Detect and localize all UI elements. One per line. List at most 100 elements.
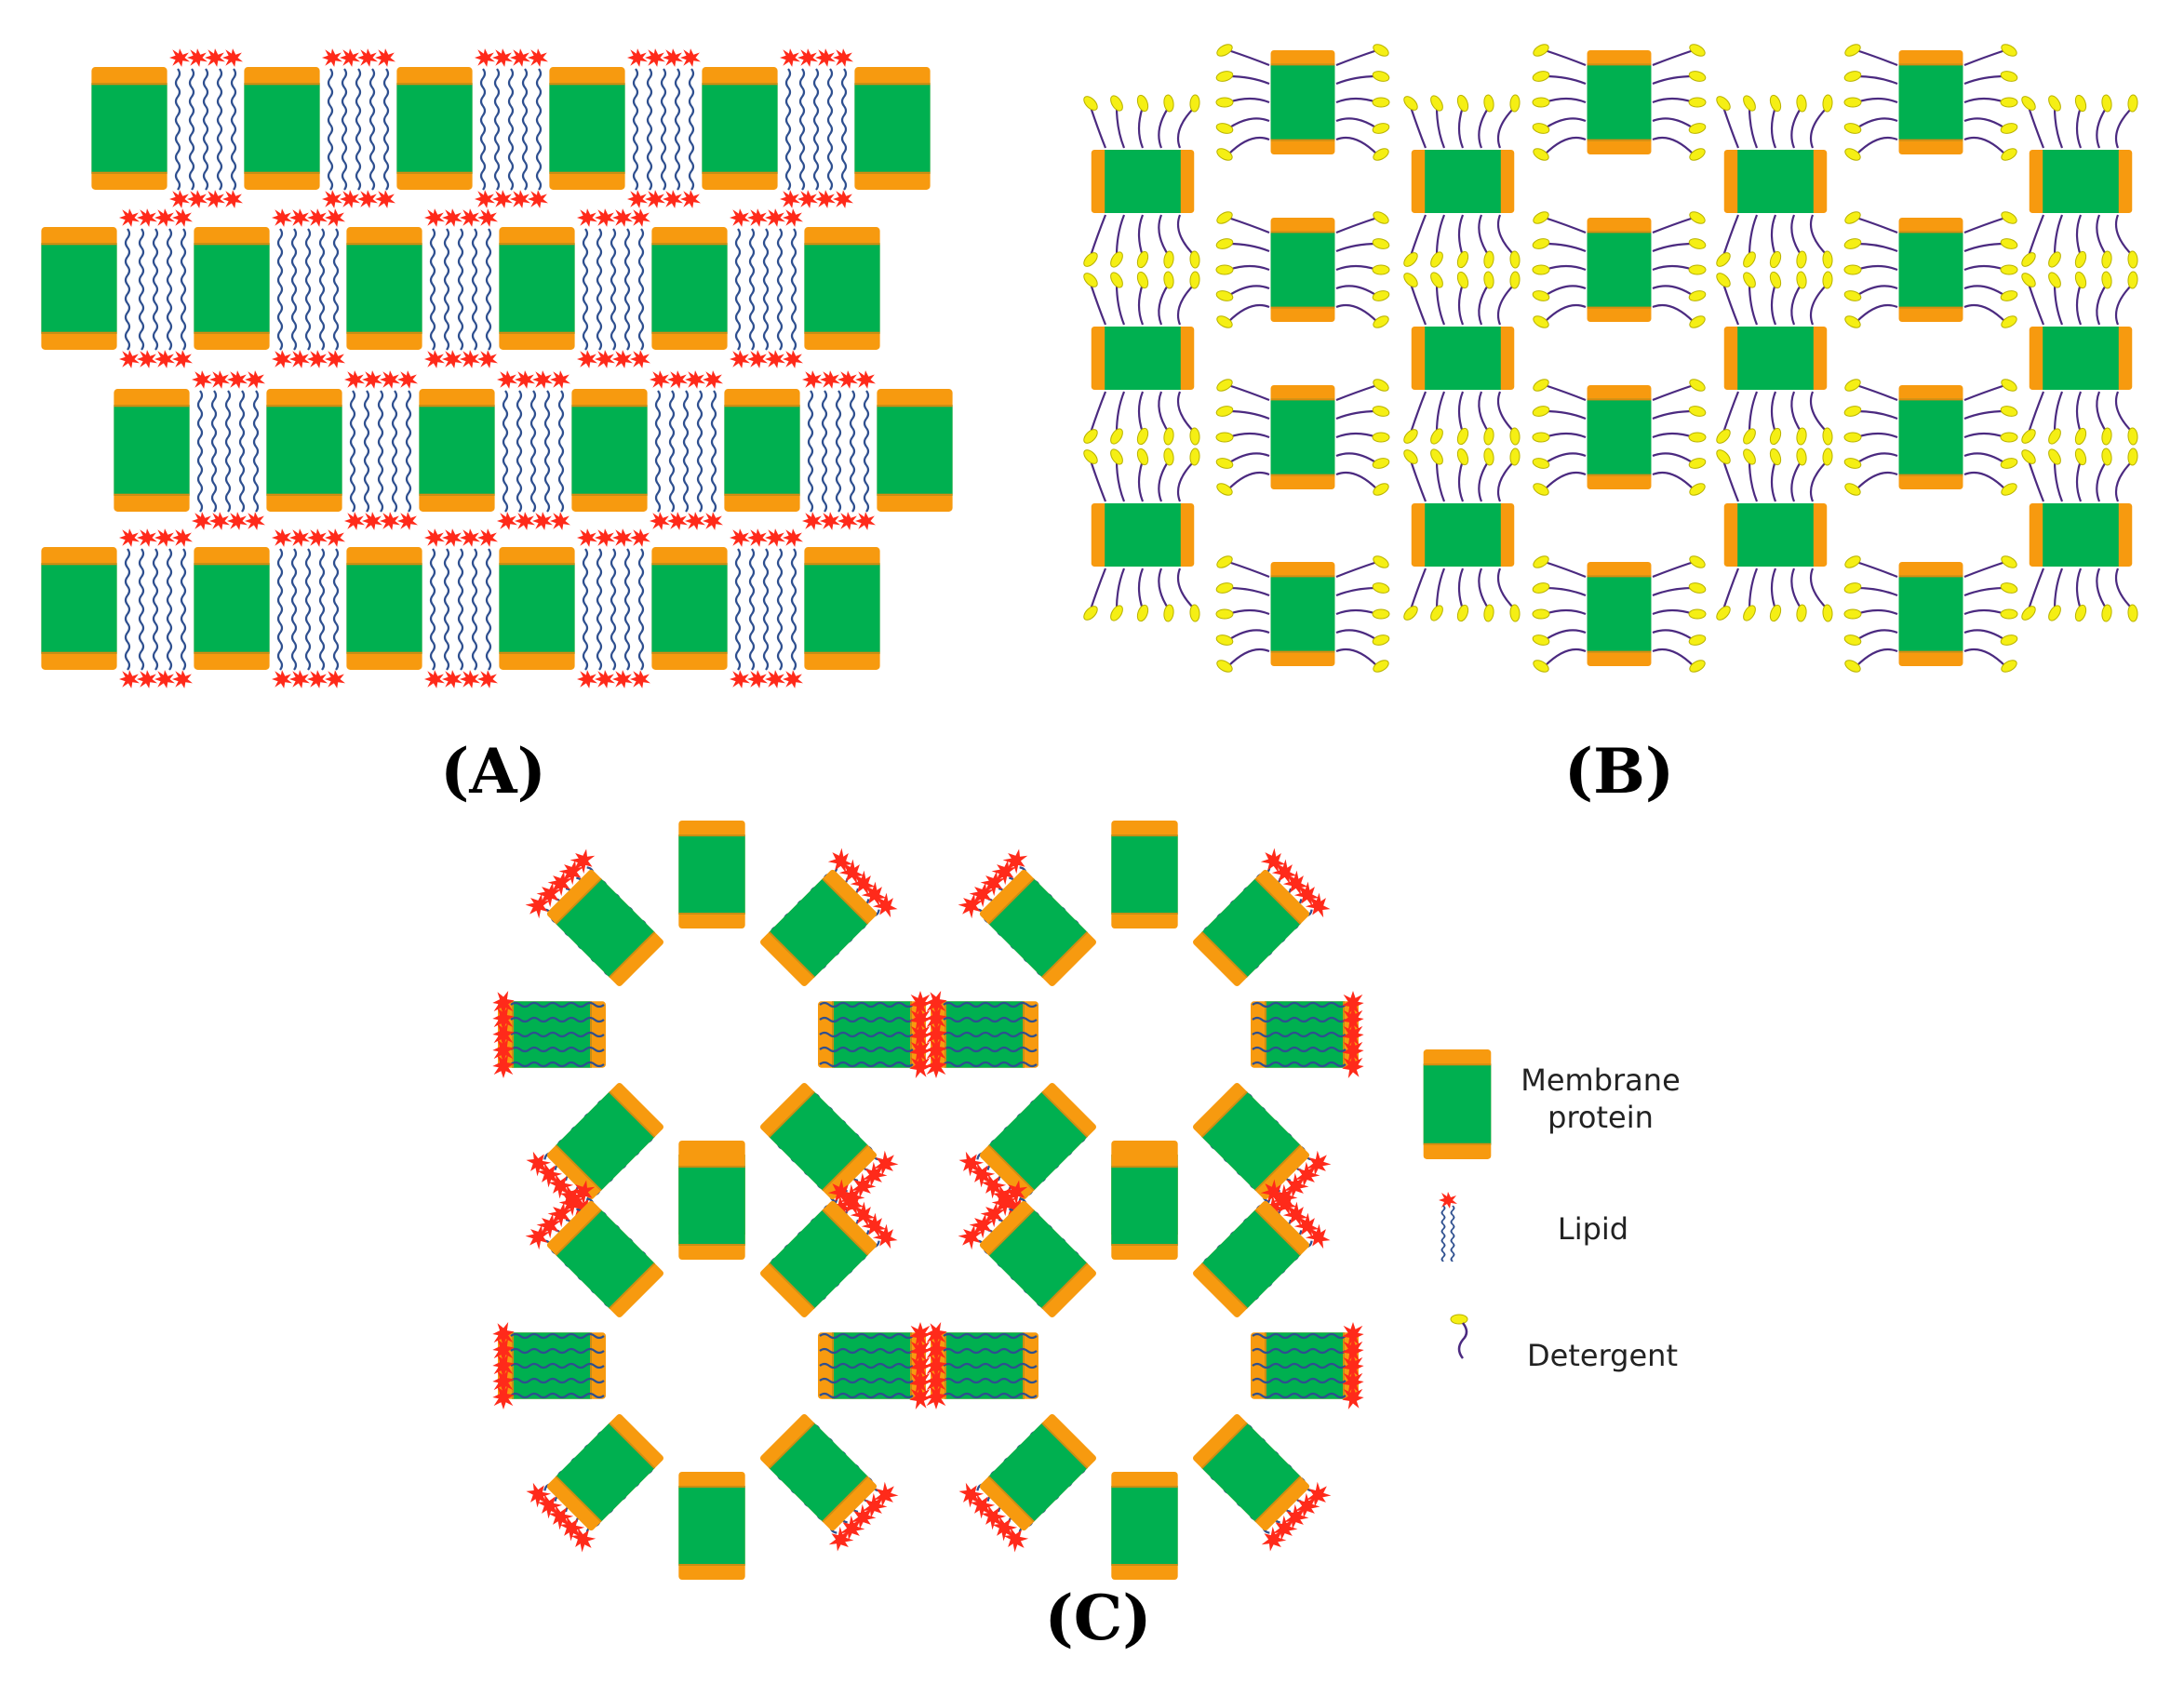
lipid-bilayer	[424, 208, 498, 368]
membrane-protein	[41, 547, 117, 670]
membrane-protein	[1111, 1152, 1178, 1260]
legend-lipid-label: Lipid	[1558, 1211, 1628, 1247]
membrane-protein	[1723, 150, 1828, 213]
membrane-protein	[1251, 1332, 1359, 1399]
protein-detergent-micelle	[1713, 270, 1834, 447]
membrane-protein	[1111, 821, 1178, 928]
lipid-wedge	[925, 991, 1038, 1078]
lipid-bilayer	[119, 528, 193, 688]
membrane-protein	[2029, 327, 2133, 390]
panel-a-lipidic-cubic-phase-packing	[41, 48, 953, 688]
membrane-protein	[41, 227, 117, 350]
protein-detergent-micelle	[1842, 41, 2019, 164]
legend-detergent-icon	[1450, 1314, 1468, 1359]
membrane-protein	[1091, 150, 1195, 213]
membrane-protein	[1251, 1001, 1359, 1068]
lipid-bilayer	[192, 370, 265, 530]
protein-lipid-ring	[925, 1152, 1364, 1580]
protein-detergent-micelle	[1214, 376, 1391, 499]
protein-lipid-ring	[925, 821, 1364, 1249]
protein-detergent-micelle	[2018, 93, 2139, 270]
membrane-protein	[931, 1332, 1038, 1399]
protein-detergent-micelle	[1080, 93, 1201, 270]
membrane-protein	[91, 67, 167, 190]
membrane-protein	[1270, 218, 1335, 322]
membrane-protein	[1411, 150, 1515, 213]
membrane-protein	[678, 1472, 745, 1580]
membrane-protein	[1898, 385, 1963, 489]
protein-detergent-micelle	[1214, 41, 1391, 164]
panel-b-detergent-packing	[1080, 41, 2139, 675]
protein-detergent-micelle	[1713, 93, 1834, 270]
legend-detergent-label: Detergent	[1527, 1338, 1678, 1373]
lipid-bilayer	[497, 370, 570, 530]
membrane-protein	[1270, 50, 1335, 154]
membrane-protein	[1723, 327, 1828, 390]
protein-detergent-micelle	[1531, 41, 1708, 164]
membrane-protein	[651, 227, 728, 350]
lipid-bilayer	[119, 208, 193, 368]
membrane-protein	[1411, 327, 1515, 390]
protein-detergent-micelle	[1214, 553, 1391, 675]
lipid-bilayer	[272, 528, 345, 688]
protein-detergent-micelle	[1080, 447, 1201, 623]
membrane-protein	[1270, 385, 1335, 489]
legend-lipid-icon	[1439, 1192, 1457, 1262]
membrane-protein	[804, 547, 880, 670]
membrane-protein	[854, 67, 931, 190]
membrane-protein	[818, 1332, 926, 1399]
lipid-wedge	[1252, 1322, 1364, 1409]
membrane-protein	[396, 67, 473, 190]
membrane-protein	[498, 1332, 606, 1399]
membrane-protein	[1898, 562, 1963, 666]
membrane-protein	[1270, 562, 1335, 666]
protein-lipid-ring	[492, 821, 931, 1249]
membrane-protein	[194, 227, 270, 350]
protein-lipid-ring	[492, 1152, 931, 1580]
membrane-protein	[877, 389, 953, 512]
membrane-protein	[678, 1152, 745, 1260]
membrane-protein	[244, 67, 320, 190]
protein-detergent-micelle	[1400, 447, 1521, 623]
legend-protein-icon	[1423, 1049, 1492, 1159]
membrane-protein	[651, 547, 728, 670]
lipid-wedge	[492, 1322, 605, 1409]
membrane-protein	[549, 67, 625, 190]
membrane-protein	[702, 67, 778, 190]
membrane-protein	[2029, 150, 2133, 213]
lipid-bilayer	[627, 48, 701, 208]
lipid-wedge	[819, 1322, 931, 1409]
panel-c-bicelle-ring-packing	[492, 821, 1364, 1580]
lipid-bilayer	[730, 208, 803, 368]
panel-b-label: (B)	[1564, 735, 1674, 808]
lipid-bilayer	[577, 528, 650, 688]
membrane-protein	[1411, 503, 1515, 567]
protein-detergent-micelle	[1842, 553, 2019, 675]
lipid-bilayer	[344, 370, 418, 530]
membrane-protein	[498, 1001, 606, 1068]
protein-detergent-micelle	[1713, 447, 1834, 623]
lipid-bilayer	[650, 370, 723, 530]
protein-detergent-micelle	[2018, 270, 2139, 447]
legend-protein-label-line1: Membrane	[1521, 1062, 1681, 1098]
lipid-wedge	[492, 991, 605, 1078]
membrane-protein	[1723, 503, 1828, 567]
membrane-protein	[499, 547, 575, 670]
membrane-protein	[1587, 385, 1652, 489]
membrane-protein	[2029, 503, 2133, 567]
membrane-protein	[571, 389, 648, 512]
lipid-bilayer	[272, 208, 345, 368]
protein-detergent-micelle	[1400, 270, 1521, 447]
membrane-protein	[931, 1001, 1038, 1068]
protein-detergent-micelle	[1400, 93, 1521, 270]
membrane-protein	[1898, 218, 1963, 322]
lipid-wedge	[1252, 991, 1364, 1078]
membrane-protein	[678, 821, 745, 928]
protein-detergent-micelle	[1531, 376, 1708, 499]
protein-detergent-micelle	[2018, 447, 2139, 623]
membrane-protein	[724, 389, 800, 512]
lipid-wedge	[819, 991, 931, 1078]
lipid-bilayer	[730, 528, 803, 688]
protein-detergent-micelle	[1531, 208, 1708, 331]
